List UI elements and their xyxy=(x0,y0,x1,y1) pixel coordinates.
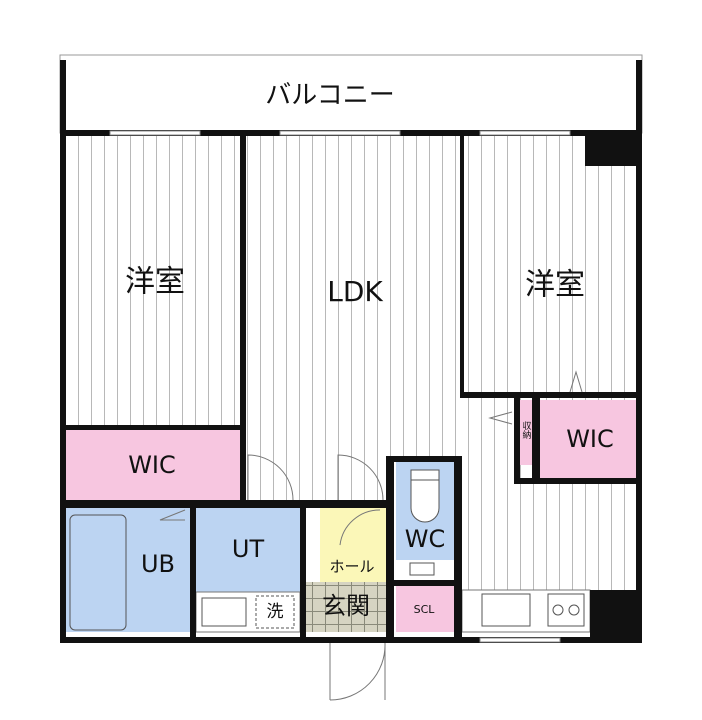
door-ub xyxy=(159,509,186,521)
kitchen-sink-icon xyxy=(481,593,531,627)
scl-closet xyxy=(396,586,454,632)
storage xyxy=(520,400,532,465)
door-storage xyxy=(488,411,513,425)
western-room-left xyxy=(66,136,240,430)
label-scl: SCL xyxy=(414,603,436,616)
utility-room xyxy=(196,508,300,592)
toilet-icon xyxy=(410,469,440,523)
label-wic-right: WIC xyxy=(566,425,614,453)
ldk-room xyxy=(246,136,462,502)
label-entrance: 玄関 xyxy=(322,592,370,620)
front-door xyxy=(329,642,386,701)
wic-right xyxy=(540,400,636,478)
door-wc xyxy=(339,509,381,546)
label-storage: 収納 xyxy=(521,420,532,440)
door-wic-right xyxy=(569,370,583,393)
entrance xyxy=(306,582,386,632)
wic-left xyxy=(66,430,240,500)
label-hall: ホール xyxy=(329,558,374,576)
door-ldk-hall xyxy=(337,454,384,501)
balcony-label: バルコニー xyxy=(265,81,394,111)
stove-icon xyxy=(547,593,585,627)
label-ut: UT xyxy=(232,535,265,563)
label-ldk: LDK xyxy=(327,275,383,308)
balcony: バルコニー xyxy=(59,54,643,135)
wc-sink-icon xyxy=(409,562,435,576)
doors xyxy=(159,370,583,701)
label-wc: WC xyxy=(405,525,446,553)
label-washer: 洗 xyxy=(267,602,284,622)
label-western-right: 洋室 xyxy=(525,268,585,303)
label-western-left: 洋室 xyxy=(125,265,185,300)
windows xyxy=(109,130,571,643)
sink-icon xyxy=(201,597,247,627)
bathtub-icon xyxy=(69,514,127,631)
washer-space xyxy=(255,595,295,629)
western-room-right xyxy=(462,136,636,394)
label-wic-left: WIC xyxy=(128,451,176,479)
door-ldk-ut xyxy=(247,454,294,501)
label-ub: UB xyxy=(141,550,175,578)
